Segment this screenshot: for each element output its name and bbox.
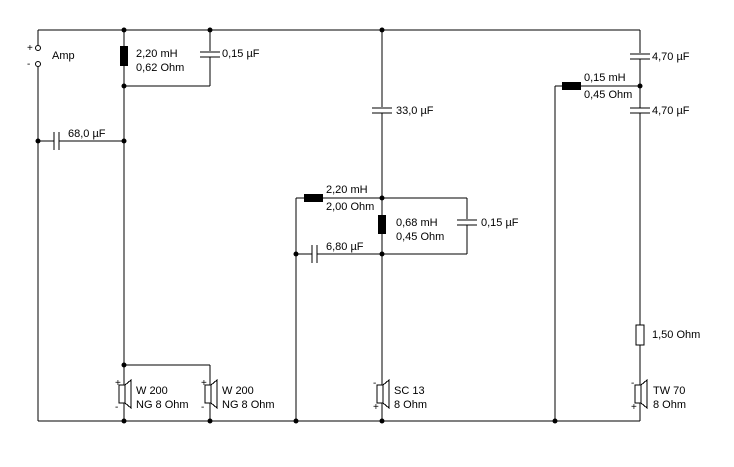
tweeter-speaker-cone	[640, 378, 648, 410]
woofer-l1-resistance-label: 0,62 Ohm	[136, 62, 184, 74]
junction-dot	[121, 83, 127, 89]
mid-speaker: - +	[373, 378, 390, 413]
mid-shunt-resistance-label: 0,45 Ohm	[396, 231, 444, 243]
junction-dot	[121, 418, 127, 424]
tw-series-resistor	[635, 324, 645, 346]
woofer2-speaker-cone	[210, 378, 218, 410]
junction-dot	[379, 418, 385, 424]
mid-series-inductor	[304, 194, 323, 202]
tw-shunt-resistance-label: 0,45 Ohm	[584, 89, 632, 101]
woofer1-speaker-cone	[124, 378, 132, 410]
mid-series-resistance-label: 2,00 Ohm	[326, 201, 374, 213]
amp-plus-terminal	[35, 45, 41, 51]
tweeter-speaker-body	[634, 384, 642, 404]
woofer-shunt-cap-label: 68,0 µF	[68, 128, 106, 140]
woofer2-minus: -	[201, 402, 204, 413]
woofer1-name: W 200	[136, 385, 168, 397]
mid-shunt-cap-label: 6,80 µF	[326, 241, 364, 253]
mid-plus: +	[373, 402, 379, 413]
junction-dot	[379, 251, 385, 257]
junction-dot	[293, 418, 299, 424]
tw-shunt-inductance-label: 0,15 mH	[584, 72, 626, 84]
woofer1-minus: -	[115, 402, 118, 413]
junction-dot	[379, 195, 385, 201]
amp-minus-sign: -	[27, 59, 30, 70]
junction-dot	[35, 138, 41, 144]
woofer-l1-inductor	[120, 46, 128, 66]
mid-series-cap-label: 33,0 µF	[396, 105, 434, 117]
mid-series-inductance-label: 2,20 mH	[326, 184, 368, 196]
mid-parallel-cap-label: 0,15 µF	[481, 217, 519, 229]
tweeter-name: TW 70	[653, 385, 685, 397]
tw-shunt-inductor	[562, 82, 581, 90]
mid-minus: -	[373, 378, 376, 389]
woofer1-speaker-body	[118, 384, 126, 404]
junction-dot	[121, 138, 127, 144]
junction-dot	[207, 418, 213, 424]
tweeter-plus: +	[631, 402, 637, 413]
woofer-l1-inductance-label: 2,20 mH	[136, 48, 178, 60]
woofer1-plus: +	[115, 378, 121, 389]
woofer1-spec: NG 8 Ohm	[136, 399, 189, 411]
mid-shunt-inductance-label: 0,68 mH	[396, 217, 438, 229]
junction-dot	[121, 27, 127, 33]
mid-shunt-inductor	[378, 215, 386, 234]
amp-label: Amp	[52, 50, 75, 62]
junction-dot	[293, 251, 299, 257]
mid-speaker-body	[376, 384, 384, 404]
junction-dot	[207, 27, 213, 33]
junction-dot	[379, 27, 385, 33]
woofer2-plus: +	[201, 378, 207, 389]
junction-dot	[121, 362, 127, 368]
woofer2-speaker-body	[204, 384, 212, 404]
woofer2-spec: NG 8 Ohm	[222, 399, 275, 411]
tweeter-minus: -	[631, 378, 634, 389]
tw-c1-label: 4,70 µF	[652, 51, 690, 63]
junction-dot	[637, 83, 643, 89]
woofer-c1-label: 0,15 µF	[222, 48, 260, 60]
tweeter-speaker: - +	[631, 378, 648, 413]
mid-speaker-name: SC 13	[394, 385, 425, 397]
tw-series-resistor-label: 1,50 Ohm	[652, 329, 700, 341]
woofer1-speaker: + -	[115, 378, 132, 413]
tweeter-spec: 8 Ohm	[653, 399, 686, 411]
amp-plus-sign: +	[27, 43, 33, 54]
mid-speaker-cone	[382, 378, 390, 410]
woofer2-name: W 200	[222, 385, 254, 397]
mid-speaker-spec: 8 Ohm	[394, 399, 427, 411]
amp-minus-terminal	[35, 61, 41, 67]
amp-input: + - Amp	[27, 30, 75, 421]
junction-dot	[552, 418, 558, 424]
woofer2-speaker: + -	[201, 378, 218, 413]
tw-c2-label: 4,70 µF	[652, 105, 690, 117]
